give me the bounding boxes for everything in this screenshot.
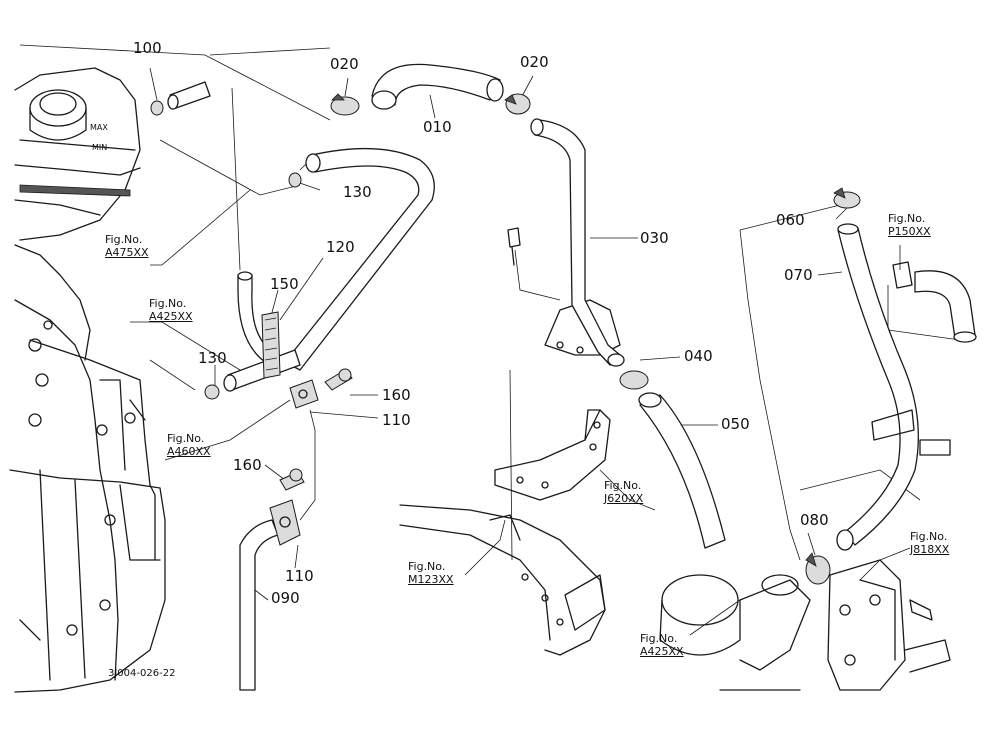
- clamp-060: [833, 187, 861, 209]
- part-label-110[interactable]: 110: [285, 567, 314, 585]
- part-label-060[interactable]: 060: [776, 211, 805, 229]
- part-label-030[interactable]: 030: [640, 229, 669, 247]
- part-label-020[interactable]: 020: [330, 55, 359, 73]
- fig-ref-a460xx[interactable]: Fig.No.A460XX: [167, 432, 211, 458]
- leader-lines: [19, 44, 961, 636]
- fig-ref-m123xx[interactable]: Fig.No.M123XX: [408, 560, 454, 586]
- fig-ref-a425xx[interactable]: Fig.No.A425XX: [640, 632, 684, 658]
- clamp-130-bottom: [204, 384, 220, 400]
- part-label-070[interactable]: 070: [784, 266, 813, 284]
- clamp-020-left: [330, 93, 360, 116]
- clamp-130-top: [288, 172, 302, 188]
- part-label-050[interactable]: 050: [721, 415, 750, 433]
- clip-110-bottom: [269, 499, 301, 546]
- clip-110-top: [289, 379, 319, 409]
- gauge-max-mark: MAX: [90, 123, 108, 132]
- part-label-120[interactable]: 120: [326, 238, 355, 256]
- clamps: [150, 93, 861, 585]
- clamp-100: [150, 100, 164, 116]
- engine-block: [9, 67, 166, 693]
- part-label-100[interactable]: 100: [133, 39, 162, 57]
- clamp-080: [805, 552, 831, 585]
- fig-ref-p150xx[interactable]: Fig.No.P150XX: [888, 212, 931, 238]
- fig-ref-a475xx[interactable]: Fig.No.A475XX: [105, 233, 149, 259]
- fig-ref-j818xx[interactable]: Fig.No.J818XX: [910, 530, 950, 556]
- gauge-min-mark: MIN: [92, 143, 108, 152]
- part-label-130[interactable]: 130: [198, 349, 227, 367]
- pump-housing: [659, 559, 951, 691]
- bolt-160-bottom: [279, 468, 305, 491]
- clamp-040: [619, 370, 649, 390]
- bolt-160-top: [324, 368, 353, 391]
- part-label-130[interactable]: 130: [343, 183, 372, 201]
- fig-ref-j620xx[interactable]: Fig.No.J620XX: [604, 479, 644, 505]
- part-label-150[interactable]: 150: [270, 275, 299, 293]
- clamp-150: [261, 311, 281, 379]
- pipe-070: [836, 223, 951, 551]
- hose-050: [638, 392, 726, 549]
- hose-p150: [892, 261, 977, 343]
- chassis-frame: [399, 227, 621, 656]
- part-label-040[interactable]: 040: [684, 347, 713, 365]
- part-label-160[interactable]: 160: [233, 456, 262, 474]
- drawing-code: 3J004-026-22: [108, 668, 176, 679]
- clamp-020-right: [504, 93, 531, 115]
- part-label-080[interactable]: 080: [800, 511, 829, 529]
- part-label-020[interactable]: 020: [520, 53, 549, 71]
- part-label-090[interactable]: 090: [271, 589, 300, 607]
- pipe-120: [223, 147, 435, 392]
- hose-010: [371, 63, 504, 110]
- part-label-110[interactable]: 110: [382, 411, 411, 429]
- fig-ref-a425xx[interactable]: Fig.No.A425XX: [149, 297, 193, 323]
- part-label-010[interactable]: 010: [423, 118, 452, 136]
- pipe-030: [530, 118, 625, 367]
- hose-100: [167, 81, 211, 110]
- part-label-160[interactable]: 160: [382, 386, 411, 404]
